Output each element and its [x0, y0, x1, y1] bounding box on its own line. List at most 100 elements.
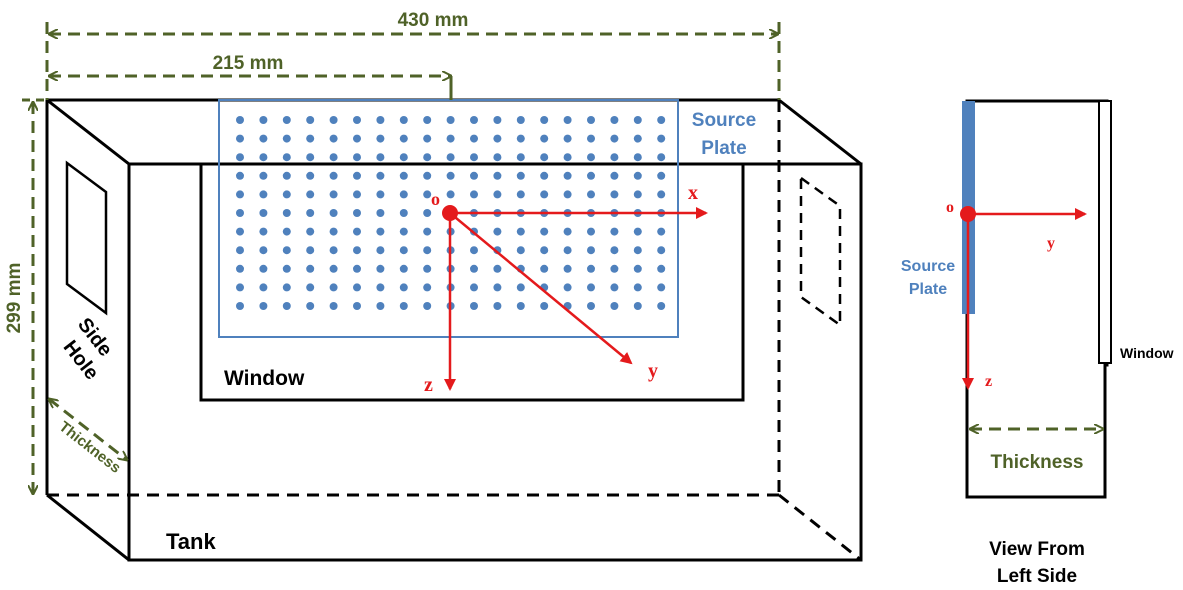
source-dot — [610, 134, 619, 143]
source-dot — [493, 190, 502, 199]
source-dot — [423, 283, 432, 292]
source-dot — [610, 283, 619, 292]
source-dot — [282, 134, 291, 143]
source-dot — [423, 209, 432, 217]
source-dot — [540, 302, 549, 310]
source-dot — [563, 190, 572, 199]
source-dot — [353, 116, 361, 124]
source-dot — [633, 153, 642, 162]
source-dot — [540, 134, 549, 143]
source-dot — [282, 153, 291, 162]
side-hole — [65, 160, 108, 316]
source-dot — [376, 264, 385, 273]
source-dot — [376, 153, 385, 162]
x-axis-label: x — [688, 182, 698, 204]
source-dot — [282, 116, 291, 124]
source-dot — [446, 153, 455, 162]
source-dot — [540, 227, 549, 236]
origin-point — [442, 205, 458, 221]
source-dot — [493, 134, 502, 143]
source-dot — [657, 246, 666, 255]
source-dot — [587, 264, 595, 273]
source-dot — [587, 153, 595, 162]
source-plate-label-1: Source — [692, 110, 756, 131]
source-dot — [446, 190, 455, 199]
source-dot — [657, 227, 666, 236]
source-dot — [470, 171, 478, 180]
source-dot — [236, 246, 244, 255]
source-dot — [306, 190, 315, 199]
source-dot — [376, 227, 385, 236]
source-dot — [329, 116, 338, 124]
source-dot — [259, 246, 268, 255]
side-view-thickness-label: Thickness — [991, 452, 1084, 473]
dimension-215 — [49, 76, 453, 100]
source-dot — [587, 171, 595, 180]
tank-outline — [45, 98, 863, 562]
source-dot — [259, 134, 268, 143]
source-dot — [306, 153, 315, 162]
source-dot — [329, 264, 338, 273]
source-dot — [493, 116, 502, 124]
source-dot — [657, 116, 666, 124]
source-dot — [516, 302, 525, 310]
source-dot — [470, 134, 478, 143]
source-dot — [633, 134, 642, 143]
source-dot — [493, 153, 502, 162]
source-dot — [423, 264, 432, 273]
source-dot — [516, 227, 525, 236]
source-dot — [376, 171, 385, 180]
source-dot — [329, 302, 338, 310]
side-view-source-plate-label-2: Plate — [909, 281, 947, 298]
source-dot — [306, 171, 315, 180]
source-dot — [329, 246, 338, 255]
far-side-hole — [799, 175, 842, 328]
source-dot — [376, 283, 385, 292]
source-dot — [329, 153, 338, 162]
source-dot — [423, 302, 432, 310]
source-dot — [587, 302, 595, 310]
window — [199, 162, 745, 402]
source-dot — [399, 116, 408, 124]
source-dot — [587, 134, 595, 143]
source-dot — [236, 190, 244, 199]
source-dot — [516, 171, 525, 180]
source-dot — [399, 153, 408, 162]
source-dot — [540, 190, 549, 199]
source-dot — [610, 116, 619, 124]
source-dot — [516, 246, 525, 255]
source-dot — [610, 246, 619, 255]
dimension-215-label: 215 mm — [213, 53, 284, 74]
side-view: o y z Source Plate Window Thickness View… — [901, 99, 1174, 587]
source-dot — [353, 246, 361, 255]
source-dot — [259, 227, 268, 236]
source-dot — [423, 134, 432, 143]
source-dot — [236, 264, 244, 273]
tank-label: Tank — [166, 529, 216, 554]
source-dot — [236, 153, 244, 162]
side-view-window-label: Window — [1120, 345, 1174, 361]
source-dot — [446, 171, 455, 180]
dimension-430 — [45, 22, 781, 100]
source-dot — [633, 302, 642, 310]
source-dot — [236, 302, 244, 310]
source-dot — [399, 264, 408, 273]
source-dot — [610, 227, 619, 236]
source-dot — [516, 190, 525, 199]
source-dot — [540, 153, 549, 162]
source-dot — [633, 264, 642, 273]
source-dot — [329, 171, 338, 180]
source-dot — [493, 264, 502, 273]
source-dot — [259, 190, 268, 199]
source-dot — [306, 264, 315, 273]
source-dot — [376, 209, 385, 217]
source-dot — [306, 246, 315, 255]
source-dot — [259, 171, 268, 180]
source-dot — [236, 227, 244, 236]
source-dot — [563, 153, 572, 162]
thickness-dimension — [49, 399, 127, 460]
source-dot — [493, 283, 502, 292]
side-view-origin-point — [960, 206, 976, 222]
y-axis-label: y — [648, 360, 658, 382]
source-dot — [399, 171, 408, 180]
